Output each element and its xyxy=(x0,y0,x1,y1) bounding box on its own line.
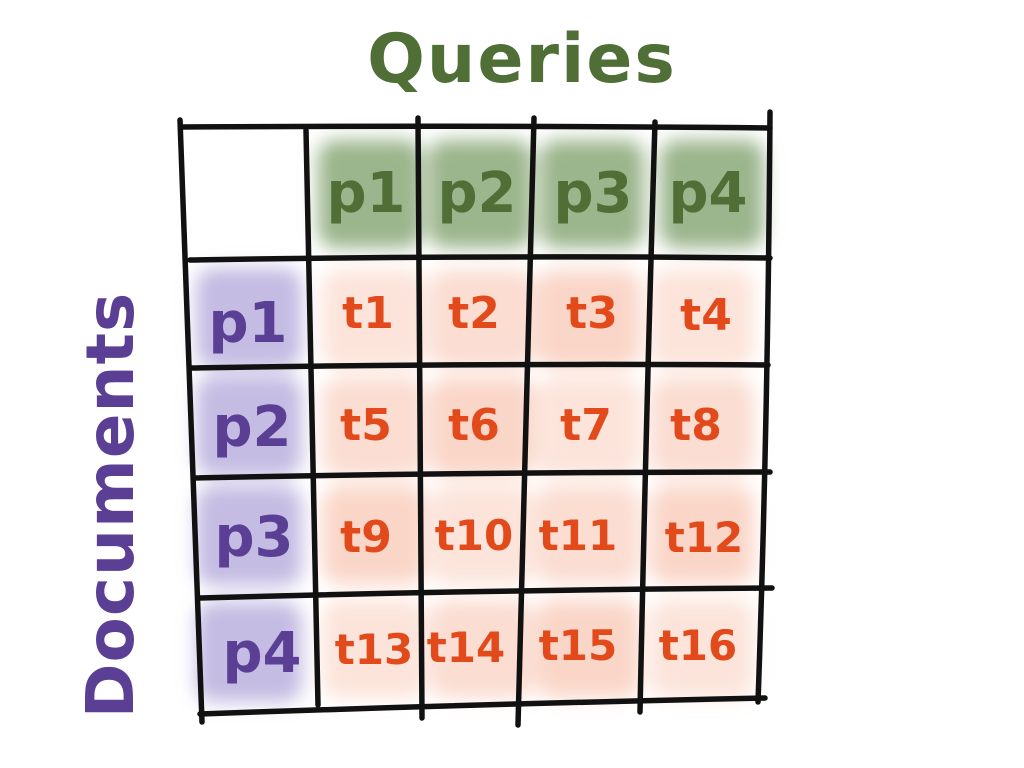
column-headers: p1 p2 p3 p4 xyxy=(326,161,747,226)
cell-r4-c4: t16 xyxy=(659,621,738,670)
query-header-wash-4 xyxy=(660,140,764,248)
cell-wash-r4-c3 xyxy=(536,600,640,698)
grid-line-row-4 xyxy=(197,585,775,601)
column-header-p3: p3 xyxy=(553,161,632,226)
cell-wash-r2-c4 xyxy=(650,378,754,476)
query-header-wash-1 xyxy=(318,140,422,248)
cell-r4-c1: t13 xyxy=(335,625,414,674)
cell-wash-r4-c2 xyxy=(430,600,534,698)
cell-r4-c2: t14 xyxy=(427,623,506,672)
row-header-p4: p4 xyxy=(222,621,301,686)
row-header-p3: p3 xyxy=(214,505,293,570)
grid-line-col-3 xyxy=(515,115,537,728)
cell-wash-r1-c2 xyxy=(430,270,534,368)
query-header-wash-2 xyxy=(428,140,532,248)
documents-label: Documents xyxy=(72,292,149,719)
cell-wash-r3-c4 xyxy=(650,486,754,584)
cell-r3-c4: t12 xyxy=(665,513,744,562)
cell-wash-r2-c3 xyxy=(536,378,640,476)
cell-wash-r3-c3 xyxy=(536,486,640,584)
cell-r2-c1: t5 xyxy=(340,400,392,451)
row-headers: p1 p2 p3 p4 xyxy=(208,291,301,686)
grid-line-top xyxy=(179,123,773,131)
grid-line-right xyxy=(755,109,773,705)
cell-r2-c3: t7 xyxy=(560,400,612,451)
column-header-p2: p2 xyxy=(437,161,516,226)
row-header-p1: p1 xyxy=(208,291,287,356)
grid-line-left xyxy=(177,117,205,725)
queries-label: Queries xyxy=(367,20,677,99)
column-header-p4: p4 xyxy=(668,161,747,226)
query-header-wash-3 xyxy=(540,140,644,248)
cell-r1-c3: t3 xyxy=(566,288,618,339)
grid-line-row-3 xyxy=(191,469,773,481)
document-header-wash-2 xyxy=(196,376,302,476)
matrix-cells: t1 t2 t3 t4 t5 t6 t7 t8 t9 t10 t11 t12 t… xyxy=(335,288,744,674)
cell-wash-r1-c1 xyxy=(322,270,426,368)
cell-wash-r4-c1 xyxy=(322,600,426,698)
cell-r1-c1: t1 xyxy=(342,288,394,339)
cell-r2-c2: t6 xyxy=(448,400,500,451)
cell-r2-c4: t8 xyxy=(670,400,722,451)
grid-line-col-2 xyxy=(415,115,425,721)
cell-r4-c3: t15 xyxy=(539,621,618,670)
grid-line-col-1 xyxy=(303,127,321,708)
row-header-p2: p2 xyxy=(212,395,291,460)
cell-wash-r3-c1 xyxy=(322,486,426,584)
cell-wash-r3-c2 xyxy=(430,486,534,584)
cell-r3-c3: t11 xyxy=(539,511,618,560)
cell-r1-c2: t2 xyxy=(448,288,500,339)
cell-r3-c2: t10 xyxy=(435,511,514,560)
cell-wash-r2-c1 xyxy=(322,378,426,476)
cell-wash-r2-c2 xyxy=(430,378,534,476)
grid-line-row-1 xyxy=(187,254,773,263)
cell-r1-c4: t4 xyxy=(680,290,732,341)
grid-line-row-2 xyxy=(189,361,771,371)
cell-wash-r1-c4 xyxy=(650,270,754,368)
cell-r3-c1: t9 xyxy=(340,512,392,563)
cell-wash-r4-c4 xyxy=(650,600,754,698)
cell-wash-r1-c3 xyxy=(536,270,640,368)
document-header-wash-4 xyxy=(196,602,302,702)
grid-line-bottom xyxy=(197,695,768,717)
grid-lines xyxy=(177,109,775,728)
column-header-p1: p1 xyxy=(326,161,405,226)
document-header-wash-1 xyxy=(196,268,302,368)
grid-line-col-4 xyxy=(637,119,658,715)
document-header-wash-3 xyxy=(196,486,302,586)
